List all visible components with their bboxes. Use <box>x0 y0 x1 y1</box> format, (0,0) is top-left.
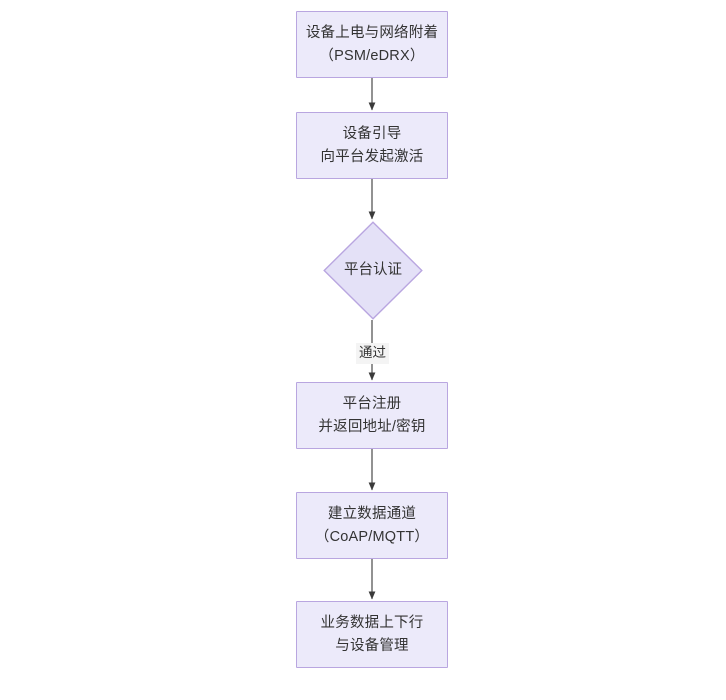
node-establish-data-channel[interactable]: 建立数据通道 （CoAP/MQTT） <box>296 492 448 559</box>
node-platform-authentication[interactable]: 平台认证 <box>323 221 423 320</box>
node-device-power-on[interactable]: 设备上电与网络附着 （PSM/eDRX） <box>296 11 448 78</box>
node-label: 建立数据通道 （CoAP/MQTT） <box>314 505 430 545</box>
edge-label-text: 通过 <box>359 345 386 360</box>
node-label: 平台注册 并返回地址/密钥 <box>318 395 426 435</box>
node-label: 设备上电与网络附着 （PSM/eDRX） <box>305 24 439 64</box>
edge-label-pass: 通过 <box>356 343 389 364</box>
node-label: 业务数据上下行 与设备管理 <box>320 614 424 654</box>
node-platform-registration[interactable]: 平台注册 并返回地址/密钥 <box>296 382 448 449</box>
node-device-bootstrap[interactable]: 设备引导 向平台发起激活 <box>296 112 448 179</box>
node-label: 设备引导 向平台发起激活 <box>320 125 424 165</box>
node-business-data-and-device-management[interactable]: 业务数据上下行 与设备管理 <box>296 601 448 668</box>
diamond-shape <box>323 221 423 320</box>
node-label: 平台认证 <box>344 261 402 278</box>
